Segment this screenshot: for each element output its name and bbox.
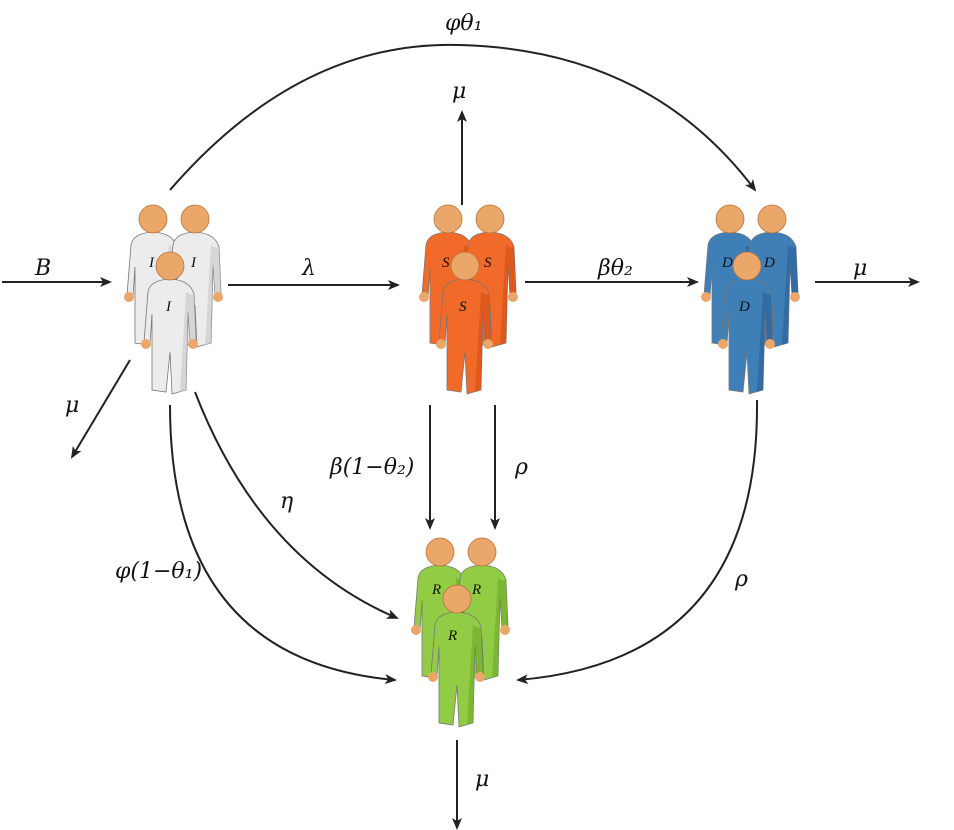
group-D: D D D: [700, 204, 801, 395]
label-birth: B: [34, 256, 51, 281]
group-R: R R R: [410, 537, 511, 728]
label-d-mu: μ: [853, 256, 867, 281]
compartment-label: D: [738, 299, 750, 315]
compartment-label: S: [442, 255, 450, 271]
compartment-label: R: [471, 582, 481, 598]
label-eta: η: [280, 489, 293, 514]
group-S: S S S: [418, 204, 519, 395]
label-s-rho: ρ: [514, 455, 528, 480]
label-s-mu: μ: [452, 79, 466, 104]
compartment-label: D: [721, 255, 733, 271]
compartment-label: I: [148, 255, 155, 271]
arrow-i-to-d: [169, 43, 757, 192]
group-I: I I I: [123, 204, 224, 395]
compartment-label: R: [431, 582, 441, 598]
compartment-label: D: [763, 255, 775, 271]
arrow-i-death: [70, 359, 131, 459]
label-lambda: λ: [301, 256, 316, 281]
label-r-mu: μ: [475, 767, 489, 792]
compartment-label: S: [459, 299, 467, 315]
compartment-label: R: [447, 628, 457, 644]
compartment-label: S: [484, 255, 492, 271]
arrow-i-to-r-eta: [194, 391, 399, 619]
label-i-mu: μ: [65, 393, 79, 418]
label-beta-1-theta2: β(1−θ₂): [329, 455, 414, 480]
compartment-label: I: [190, 255, 197, 271]
arrow-i-to-r-phi: [169, 404, 397, 685]
label-beta-theta2: βθ₂: [597, 256, 633, 281]
label-phi-theta1: φθ₁: [445, 11, 482, 36]
label-d-rho: ρ: [734, 567, 748, 592]
arrow-d-to-r-rho: [516, 399, 759, 685]
label-phi-1-theta1: φ(1−θ₁): [115, 559, 202, 584]
compartment-label: I: [165, 299, 172, 315]
